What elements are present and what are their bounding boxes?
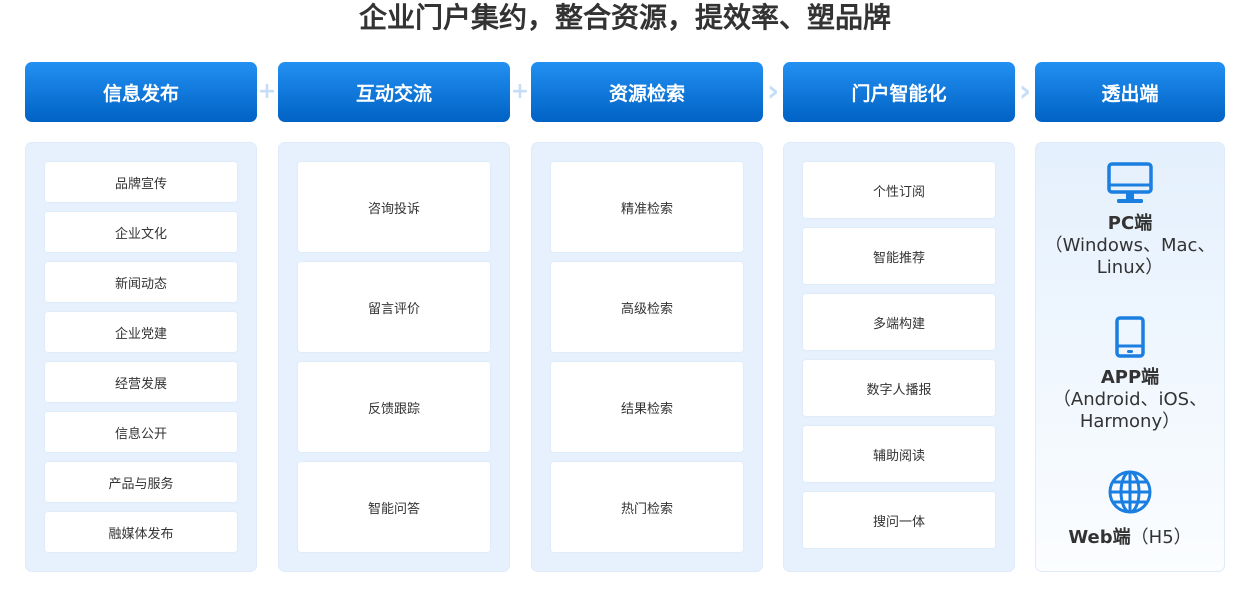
feature-item: 搜问一体 xyxy=(803,492,995,548)
endpoint-desc: （Android、iOS、Harmony） xyxy=(1052,389,1208,432)
feature-item: 新闻动态 xyxy=(45,262,237,302)
feature-item: 智能推荐 xyxy=(803,228,995,284)
page-title: 企业门户集约，整合资源，提效率、塑品牌 xyxy=(358,1,891,34)
feature-item: 精准检索 xyxy=(551,162,743,252)
feature-item: 高级检索 xyxy=(551,262,743,352)
header-info-publish: 信息发布 xyxy=(25,62,257,122)
tablet-icon xyxy=(1115,316,1145,358)
chevron-right-icon: › xyxy=(1018,74,1032,109)
header-interaction: 互动交流 xyxy=(278,62,510,122)
feature-item: 多端构建 xyxy=(803,294,995,350)
panel-info-publish: 品牌宣传企业文化新闻动态企业党建经营发展信息公开产品与服务融媒体发布 xyxy=(25,142,257,572)
endpoint-desc: （Windows、Mac、Linux） xyxy=(1044,235,1216,278)
feature-item: 企业党建 xyxy=(45,312,237,352)
feature-item: 产品与服务 xyxy=(45,462,237,502)
feature-item: 咨询投诉 xyxy=(298,162,490,252)
header-endpoints: 透出端 xyxy=(1035,62,1225,122)
endpoint-desc: （H5） xyxy=(1130,527,1192,548)
feature-item: 辅助阅读 xyxy=(803,426,995,482)
feature-item: 品牌宣传 xyxy=(45,162,237,202)
feature-item: 融媒体发布 xyxy=(45,512,237,552)
panel-endpoints: PC端 （Windows、Mac、Linux） APP端 （Android、iO… xyxy=(1035,142,1225,572)
panel-search: 精准检索高级检索结果检索热门检索 xyxy=(531,142,763,572)
panel-interaction: 咨询投诉留言评价反馈跟踪智能问答 xyxy=(278,142,510,572)
endpoint-name: PC端 xyxy=(1107,213,1153,234)
feature-item: 数字人播报 xyxy=(803,360,995,416)
plus-connector: + xyxy=(510,79,530,104)
header-search: 资源检索 xyxy=(531,62,763,122)
endpoint-web: Web端（H5） xyxy=(1036,469,1224,549)
endpoint-name: Web端 xyxy=(1068,527,1131,548)
globe-icon xyxy=(1108,470,1152,514)
feature-item: 反馈跟踪 xyxy=(298,362,490,452)
feature-item: 留言评价 xyxy=(298,262,490,352)
endpoint-pc: PC端 （Windows、Mac、Linux） xyxy=(1036,161,1224,279)
header-intelligence: 门户智能化 xyxy=(783,62,1015,122)
feature-item: 个性订阅 xyxy=(803,162,995,218)
endpoint-app: APP端 （Android、iOS、Harmony） xyxy=(1036,315,1224,433)
feature-item: 企业文化 xyxy=(45,212,237,252)
feature-item: 热门检索 xyxy=(551,462,743,552)
endpoint-name: APP端 xyxy=(1100,367,1160,388)
panel-intelligence: 个性订阅智能推荐多端构建数字人播报辅助阅读搜问一体 xyxy=(783,142,1015,572)
monitor-icon xyxy=(1107,162,1153,203)
plus-connector: + xyxy=(257,79,277,104)
feature-item: 智能问答 xyxy=(298,462,490,552)
feature-item: 信息公开 xyxy=(45,412,237,452)
chevron-right-icon: › xyxy=(766,74,780,109)
feature-item: 结果检索 xyxy=(551,362,743,452)
feature-item: 经营发展 xyxy=(45,362,237,402)
